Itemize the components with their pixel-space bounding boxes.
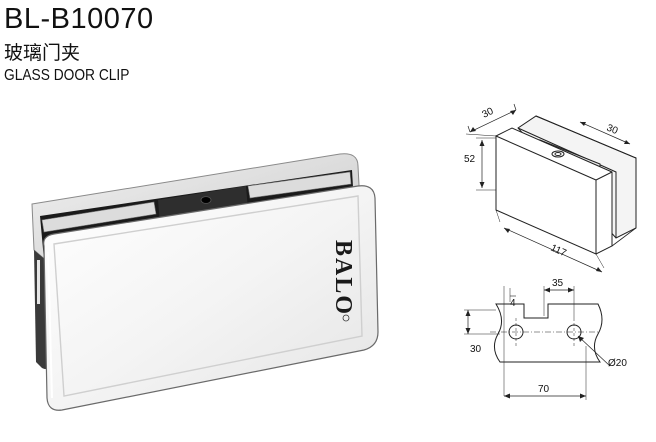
dim-length: 117: [549, 243, 568, 260]
dim-height: 52: [464, 154, 476, 165]
dim-hole-spacing: 35: [552, 278, 564, 289]
dim-depth-left: 30: [480, 106, 495, 121]
plate-outline: [494, 303, 603, 363]
dim-small-offset: 4: [510, 298, 516, 309]
dim-plate-height: 30: [470, 344, 482, 355]
front-plate: [43, 185, 379, 411]
dim-depth-right: 30: [605, 123, 620, 138]
plan-drawing: 35 4 30 Ø20 70: [464, 278, 627, 400]
isometric-drawing: 30 30 52 117: [464, 103, 637, 273]
product-photo: BALO: [31, 153, 379, 411]
model-code: BL-B10070: [4, 3, 154, 35]
dim-plate-width: 70: [538, 384, 550, 395]
dim-hole-diameter: Ø20: [608, 358, 627, 369]
screw-hole: [200, 196, 212, 204]
product-name-chinese: 玻璃门夹: [4, 42, 81, 64]
product-name-english: GLASS DOOR CLIP: [4, 67, 130, 84]
brand-logo: BALO: [330, 240, 356, 316]
